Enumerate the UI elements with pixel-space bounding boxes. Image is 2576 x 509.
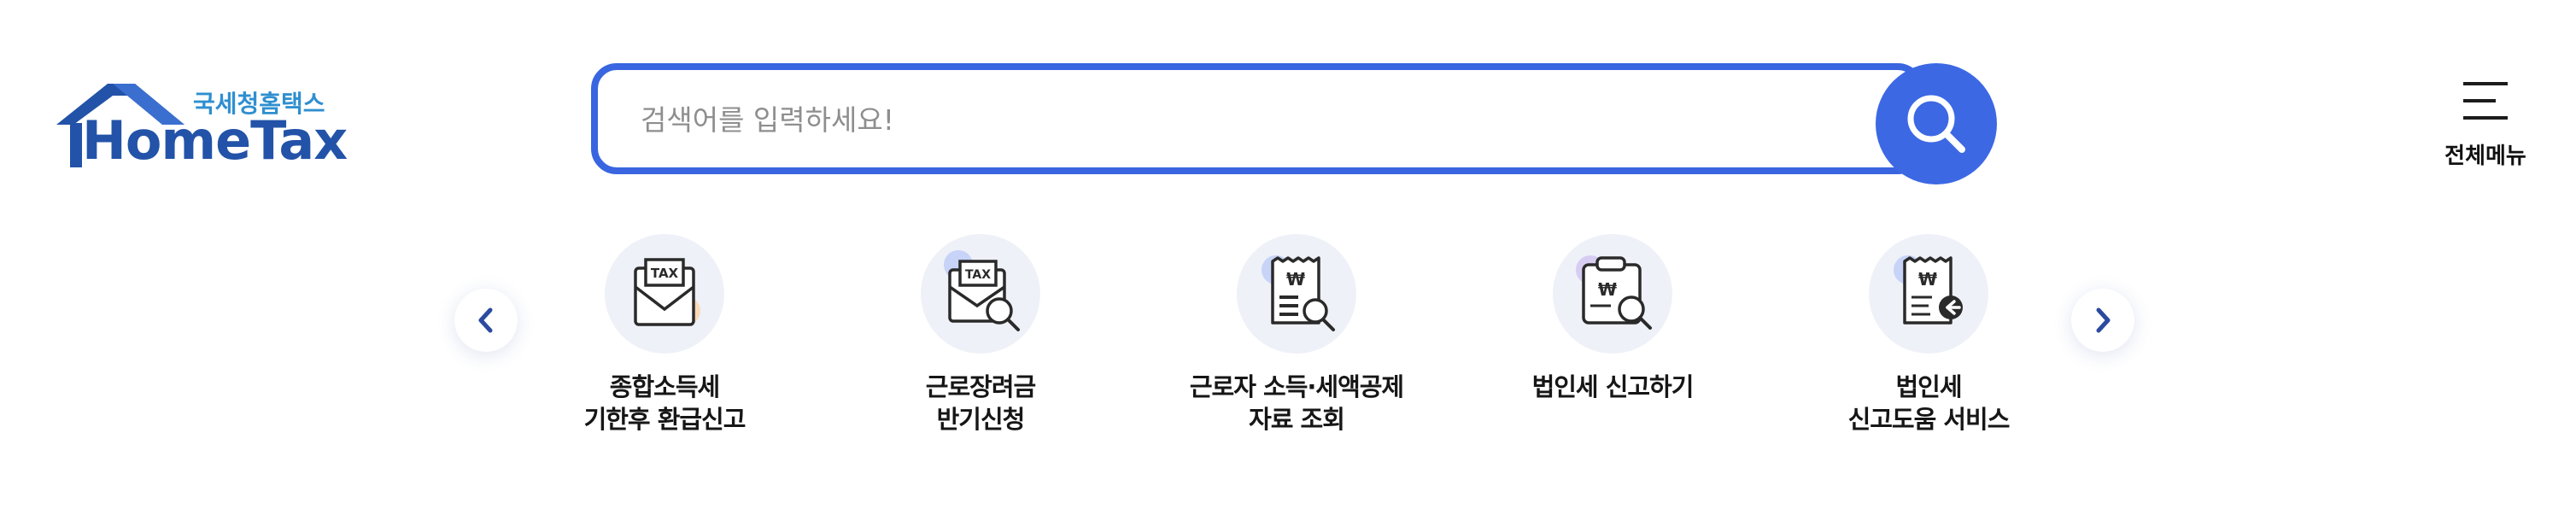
service-item-deduction-lookup[interactable]: ₩ 근로자 소득·세액공제 자료 조회 [1168,234,1425,456]
service-label-line2: 자료 조회 [1249,405,1345,434]
service-icon-circle: ₩ [1869,234,1988,354]
hamburger-icon [2463,82,2508,120]
service-icon-circle: TAX [921,234,1040,354]
service-label-line1: 법인세 [1895,372,1962,401]
service-icon-circle: ₩ [1237,234,1356,354]
chevron-right-icon [2096,307,2111,333]
carousel-next-button[interactable] [2071,289,2134,352]
service-label: 근로장려금 반기신청 [852,371,1109,436]
full-menu-label: 전체메뉴 [2444,143,2526,169]
service-label: 종합소득세 기한후 환급신고 [536,371,793,436]
service-label-line1: 종합소득세 [609,372,720,401]
service-icon-circle: ₩ [1553,234,1672,354]
svg-text:TAX: TAX [965,268,991,282]
service-item-income-tax-refund[interactable]: TAX 종합소득세 기한후 환급신고 [536,234,793,456]
service-label-line2: 신고도움 서비스 [1847,405,2011,434]
service-label-line2: 반기신청 [936,405,1026,434]
service-label-line1: 근로장려금 [925,372,1036,401]
svg-text:TAX: TAX [651,266,679,281]
service-label: 근로자 소득·세액공제 자료 조회 [1168,371,1425,436]
service-label-line1: 근로자 소득·세액공제 [1189,372,1404,401]
chevron-left-icon [478,307,493,333]
full-menu-button[interactable]: 전체메뉴 [2426,80,2545,174]
service-label: 법인세 신고도움 서비스 [1800,371,2057,436]
service-item-corporate-tax-help[interactable]: ₩ 법인세 신고도움 서비스 [1800,234,2057,456]
receipt-won-search-icon: ₩ [1262,255,1335,331]
service-item-earned-income-credit[interactable]: TAX 근로장려금 반기신청 [852,234,1109,456]
search-input[interactable] [639,70,1821,169]
service-label-line1: 법인세 신고하기 [1531,372,1695,401]
clipboard-won-search-icon: ₩ [1576,255,1652,330]
search-button[interactable] [1876,63,1997,184]
service-label: 법인세 신고하기 [1484,371,1741,403]
service-item-corporate-tax-filing[interactable]: ₩ 법인세 신고하기 [1484,234,1741,456]
carousel-prev-button[interactable] [454,289,518,352]
house-roof-icon [56,84,184,167]
search-box [591,63,1923,174]
tax-envelope-icon: TAX [634,258,700,326]
tax-envelope-search-icon: TAX [944,250,1020,331]
svg-text:₩: ₩ [1286,269,1305,290]
service-label-line2: 기한후 환급신고 [583,405,746,434]
svg-text:₩: ₩ [1598,279,1617,300]
receipt-won-arrow-icon: ₩ [1894,255,1963,325]
logo-title: HomeTax [82,109,348,172]
svg-text:₩: ₩ [1918,269,1937,290]
logo-subtitle: 국세청홈택스 [193,90,325,118]
hometax-logo[interactable]: 국세청홈택스 HomeTax [56,75,348,178]
search-icon [1907,95,1965,153]
service-icon-circle: TAX [605,234,724,354]
